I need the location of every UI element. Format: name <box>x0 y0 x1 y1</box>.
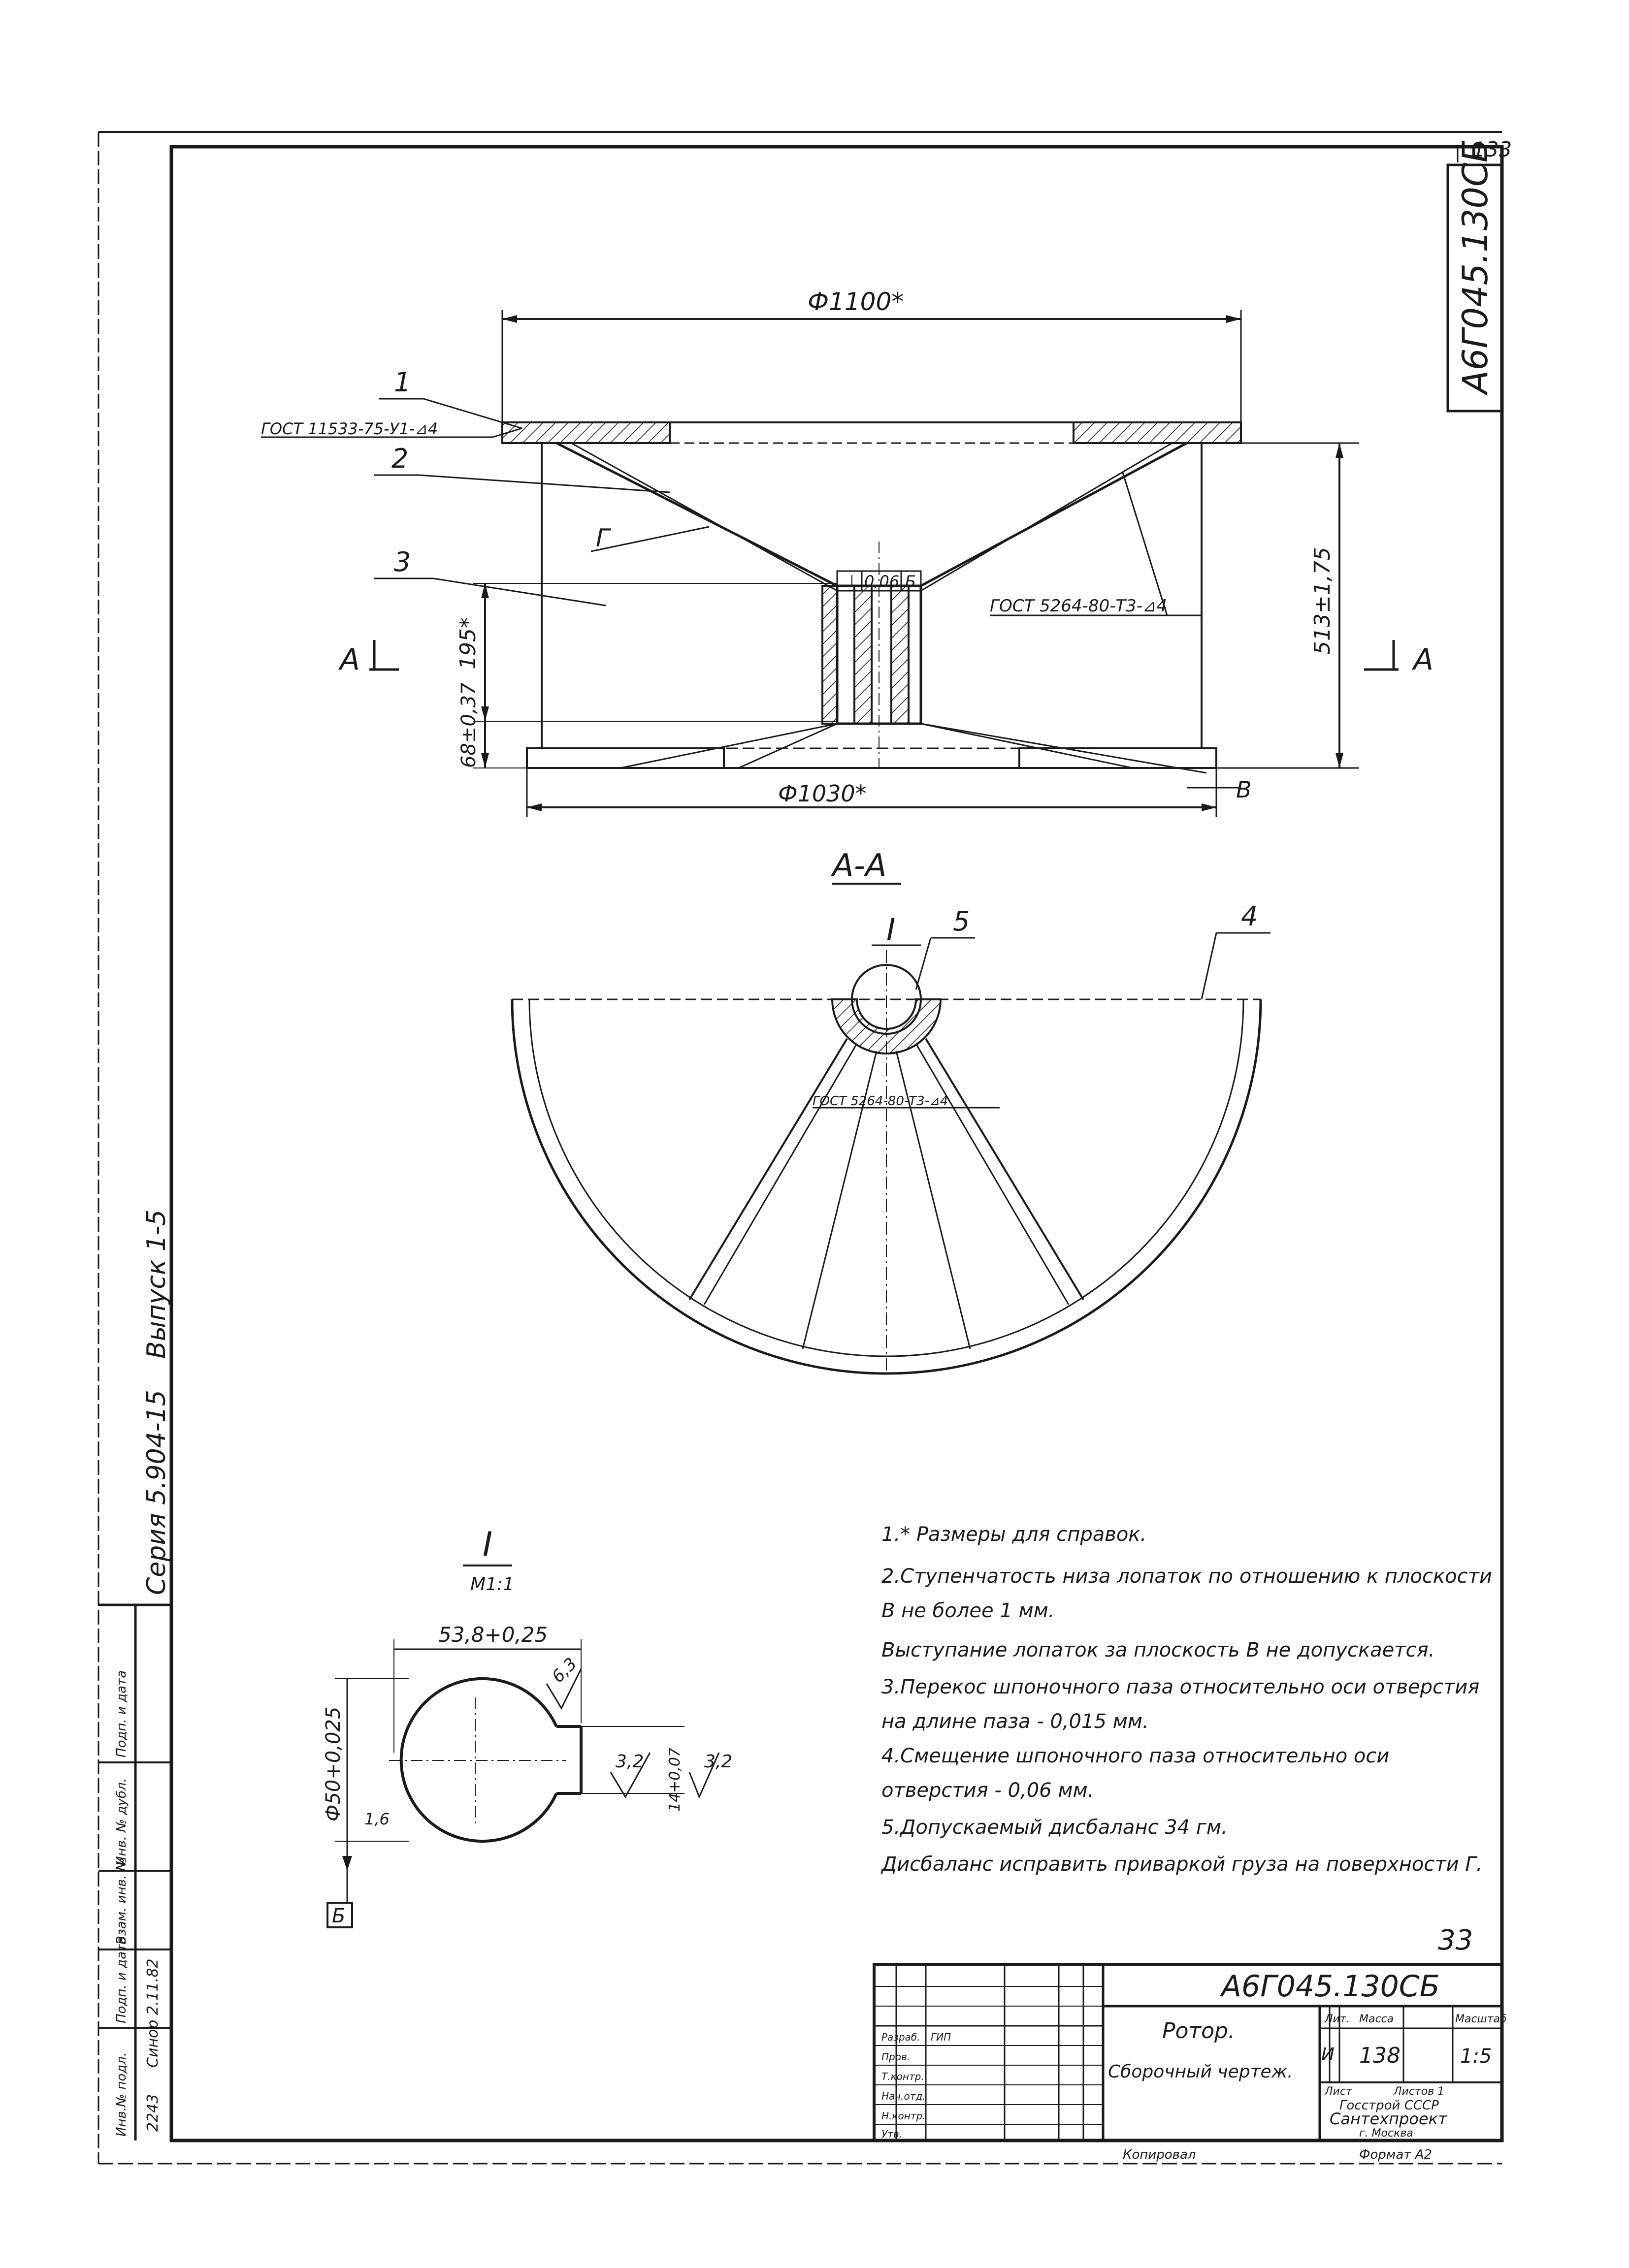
pos-1: 1 <box>394 367 411 398</box>
detail-title: I <box>483 1525 492 1564</box>
left-side-strip: Серия 5.904-15 Выпуск 1-5 Инв.№ подл. По… <box>98 1210 171 2140</box>
note-4b: отверстия - 0,06 мм. <box>881 1779 1094 1802</box>
strip-col-5: Подп. и дата <box>114 1670 129 1757</box>
tol-symbol: ⊥ <box>845 572 859 591</box>
page-corner-number: 133 <box>1472 137 1512 161</box>
main-view: Ф1100* ⊥ 0,06 Б <box>261 287 1434 817</box>
section-mark-left: А <box>338 642 360 677</box>
pos-2: 2 <box>391 443 408 474</box>
title-block: Разраб. Пров. Т.контр. Нач.отд. Н.контр.… <box>873 1963 1507 2142</box>
note-5: 5.Допускаемый дисбаланс 34 гм. <box>881 1816 1228 1839</box>
pos-4: 4 <box>1241 901 1258 932</box>
note-2b: В не более 1 мм. <box>881 1599 1055 1622</box>
title-doc-type: Сборочный чертеж. <box>1108 2062 1293 2082</box>
col-lit: Лит. <box>1324 2013 1350 2025</box>
col-scale: Масштаб <box>1455 2013 1507 2025</box>
technical-notes: 1.* Размеры для справок. 2.Ступенчатость… <box>880 1523 1492 1876</box>
val-lit: И <box>1321 2044 1335 2065</box>
roughness-63: 6,3 <box>548 1654 581 1687</box>
org-3: г. Москва <box>1359 2127 1413 2140</box>
detail-mark: I <box>886 912 895 948</box>
plane-label: В <box>1236 776 1252 803</box>
val-scale: 1:5 <box>1460 2045 1492 2068</box>
sheet-border <box>98 131 1504 2165</box>
role-2: Пров. <box>881 2051 910 2063</box>
note-3b: на длине паза - 0,015 мм. <box>881 1710 1149 1733</box>
detail-scale: М1:1 <box>470 1574 514 1595</box>
runout-label: 1,6 <box>364 1810 390 1828</box>
tol-base: Б <box>905 572 916 591</box>
title-code: А6Г045.130СБ <box>1219 1969 1440 2004</box>
org-1: Госстрой СССР <box>1339 2098 1439 2113</box>
role-4: Нач.отд. <box>881 2090 926 2102</box>
rotated-code-box: А6Г045.130СБ <box>1446 139 1503 413</box>
dim-height: 513±1,75 <box>1310 547 1335 655</box>
series-label: Серия 5.904-15 <box>142 1390 171 1595</box>
section-mark-right: А <box>1411 642 1434 677</box>
dim-top-diameter: Ф1100* <box>808 287 904 316</box>
role-6: Утв. <box>881 2128 902 2140</box>
strip-col-4: Инв. № дубл. <box>114 1778 129 1866</box>
section-weld: ГОСТ 5264-80-Т3-⊿4 <box>813 1094 948 1109</box>
copied-label: Копировал <box>1123 2147 1196 2162</box>
note-5b: Дисбаланс исправить приваркой груза на п… <box>880 1853 1482 1876</box>
detail-dim-diameter: Ф50+0,025 <box>322 1707 345 1821</box>
issue-label: Выпуск 1-5 <box>142 1210 171 1359</box>
val-mass: 138 <box>1359 2043 1401 2068</box>
format-label: Формат А2 <box>1359 2147 1432 2162</box>
rotated-doc-code: А6Г045.130СБ <box>1455 139 1496 396</box>
detail-dim-key: 14+0,07 <box>666 1748 684 1812</box>
title-name: Ротор. <box>1162 2018 1235 2044</box>
sheets-label: Листов 1 <box>1393 2085 1444 2098</box>
section-view: А-А I 5 4 ГОСТ 5264-80-Т3-⊿4 <box>511 848 1271 1375</box>
role-1: Разраб. <box>881 2031 920 2043</box>
pos-3: 3 <box>394 546 411 577</box>
tol-value: 0,06 <box>864 572 899 591</box>
detail-view: I М1:1 53,8+0,25 Ф50+0,025 14+0,07 6,3 3… <box>322 1525 732 1928</box>
strip-col-2: Подп. и дата <box>114 1936 129 2023</box>
role-7: ГИП <box>931 2031 951 2043</box>
dim-base: 68±0,37 <box>457 682 480 768</box>
detail-dim-width: 53,8+0,25 <box>438 1623 548 1647</box>
note-2c: Выступание лопаток за плоскость В не доп… <box>881 1639 1434 1661</box>
note-2: 2.Ступенчатость низа лопаток по отношени… <box>881 1565 1492 1588</box>
note-1: 1.* Размеры для справок. <box>881 1523 1146 1546</box>
weld-left: ГОСТ 11533-75-У1-⊿4 <box>261 419 438 438</box>
sheet-number: 33 <box>1438 1924 1473 1956</box>
strip-value-inv: 2243 <box>144 2094 162 2132</box>
weld-right: ГОСТ 5264-80-Т3-⊿4 <box>990 596 1167 616</box>
note-4: 4.Смещение шпоночного паза относительно … <box>881 1745 1389 1767</box>
role-5: Н.контр. <box>881 2110 926 2122</box>
col-mass: Масса <box>1359 2013 1394 2025</box>
note-3: 3.Перекос шпоночного паза относительно о… <box>881 1676 1479 1698</box>
strip-col-1: Инв.№ подл. <box>114 2052 129 2137</box>
org-2: Сантехпроект <box>1330 2109 1448 2128</box>
strip-value-sign: Синор 2.11.82 <box>144 1959 162 2068</box>
base-label: Б <box>332 1905 345 1927</box>
sheet-label: Лист <box>1324 2085 1353 2098</box>
strip-col-3: Взам. инв. № <box>114 1857 129 1945</box>
section-title: А-А <box>830 848 887 884</box>
dim-hub: 195* <box>456 617 481 670</box>
dim-bottom-diameter: Ф1030* <box>778 780 867 807</box>
roughness-32a: 3,2 <box>616 1752 644 1772</box>
role-3: Т.контр. <box>881 2071 924 2082</box>
pos-5: 5 <box>953 906 970 937</box>
